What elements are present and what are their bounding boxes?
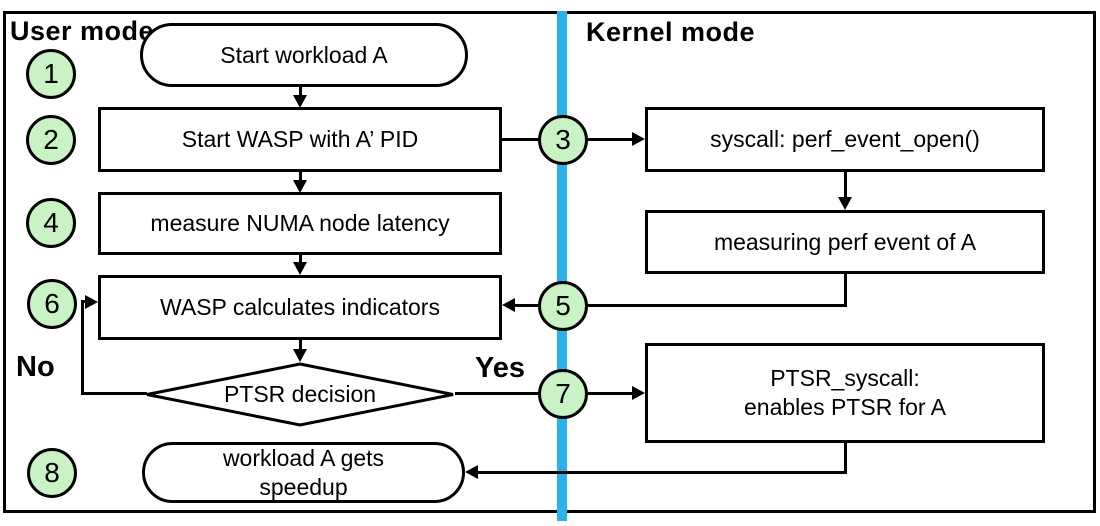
yes-branch-label: Yes <box>475 352 525 384</box>
connector-badge7-to-ptsr <box>588 392 634 395</box>
connector-ptsr-to-speedup <box>476 471 847 474</box>
decision-diamond-shape <box>146 362 454 427</box>
kernel-mode-label: Kernel mode <box>586 17 756 47</box>
arrowhead-left-icon <box>502 298 515 312</box>
connector-numa-to-indicators <box>299 255 302 263</box>
arrowhead-down-icon <box>293 95 307 108</box>
mode-divider-line <box>557 11 567 521</box>
node-label-line1: PTSR_syscall: <box>770 365 920 391</box>
process-start-wasp: Start WASP with A’ PID <box>98 107 502 172</box>
connector-wasp-to-badge3 <box>502 138 540 141</box>
step-badge-2: 2 <box>26 115 76 165</box>
step-badge-5: 5 <box>538 281 588 331</box>
node-label-line2: speedup <box>259 473 348 500</box>
connector-no-bottom <box>82 392 147 395</box>
arrowhead-right-icon <box>85 295 98 309</box>
connector-wasp-to-numa <box>299 172 302 181</box>
arrowhead-down-icon <box>838 197 852 210</box>
arrowhead-down-icon <box>293 262 307 275</box>
arrowhead-down-icon <box>293 180 307 193</box>
decision-ptsr: PTSR decision <box>144 362 456 427</box>
arrowhead-left-icon <box>465 465 478 479</box>
connector-measuring-to-indicators <box>513 304 847 307</box>
process-ptsr-syscall: PTSR_syscall: enables PTSR for A <box>645 343 1045 443</box>
connector-ptsr-elbow-vertical <box>844 443 847 474</box>
node-label: WASP calculates indicators <box>160 294 440 320</box>
node-label: measure NUMA node latency <box>150 210 450 236</box>
process-calc-indicators: WASP calculates indicators <box>98 275 502 340</box>
arrowhead-down-icon <box>293 349 307 362</box>
step-badge-7: 7 <box>538 369 588 419</box>
connector-syscall-to-measuring <box>844 172 847 199</box>
node-label: Start workload A <box>220 41 388 68</box>
step-badge-4: 4 <box>26 198 76 248</box>
arrowhead-right-icon <box>632 132 645 146</box>
node-label-line2: enables PTSR for A <box>744 394 946 420</box>
node-label: measuring perf event of A <box>713 228 977 255</box>
node-label-line1: workload A gets <box>222 444 385 471</box>
connector-measuring-elbow-vertical <box>844 274 847 307</box>
node-label: Start WASP with A’ PID <box>181 126 419 152</box>
user-mode-label: User mode <box>10 16 155 46</box>
process-syscall-open: syscall: perf_event_open() <box>645 107 1045 172</box>
step-badge-3: 3 <box>538 115 588 165</box>
terminator-start-workload: Start workload A <box>140 23 468 87</box>
process-measuring-perf: measuring perf event of A <box>645 210 1045 274</box>
connector-start-to-wasp <box>299 87 302 96</box>
connector-no-vertical <box>81 300 84 395</box>
step-badge-6: 6 <box>27 279 77 329</box>
arrowhead-right-icon <box>632 386 645 400</box>
step-badge-8: 8 <box>27 448 77 498</box>
no-branch-label: No <box>16 351 55 383</box>
process-measure-numa: measure NUMA node latency <box>98 192 502 255</box>
connector-badge3-to-syscall <box>588 138 634 141</box>
connector-indicators-to-decision <box>299 340 302 350</box>
connector-yes-to-badge7 <box>455 392 540 395</box>
terminator-speedup: workload A gets speedup <box>142 442 465 503</box>
node-label: PTSR decision <box>223 381 377 407</box>
node-label: syscall: perf_event_open() <box>710 126 980 152</box>
step-badge-1: 1 <box>26 49 76 99</box>
